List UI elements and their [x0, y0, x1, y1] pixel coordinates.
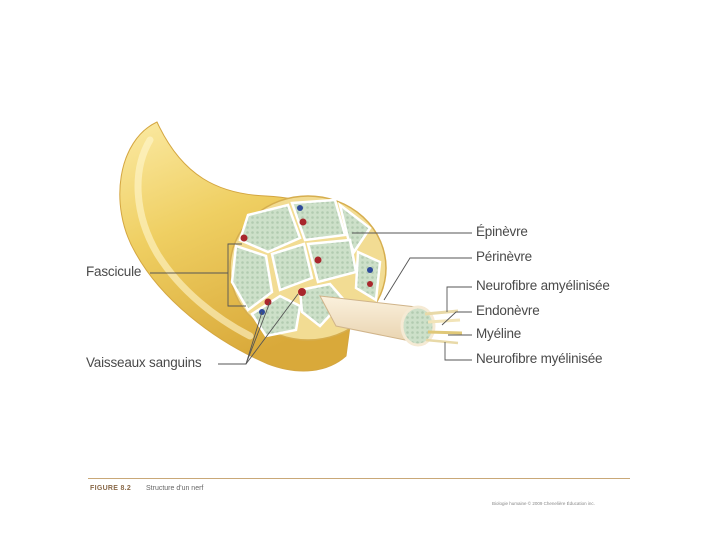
fascicle	[230, 244, 274, 312]
artery-icon	[298, 288, 306, 296]
fascicle	[354, 250, 382, 303]
leader-lines-left	[150, 243, 299, 365]
label-perinevre: Périnèvre	[476, 249, 532, 264]
footer-divider	[88, 478, 630, 479]
leader-fascicule-bracket	[227, 243, 246, 307]
fascicle	[250, 294, 302, 338]
leader-perinevre	[383, 257, 472, 301]
label-myeline: Myéline	[476, 326, 522, 341]
fascicles	[230, 198, 382, 338]
leader-endonevre	[441, 311, 472, 326]
vein-icon	[297, 205, 303, 211]
label-neurofibre-myelinisee: Neurofibre myélinisée	[476, 351, 603, 366]
label-neurofibre-amyelinisee: Neurofibre amyélinisée	[476, 278, 610, 293]
leader-neuro-amyel	[446, 286, 472, 312]
artery-icon	[314, 256, 322, 264]
blood-vessels	[240, 205, 373, 315]
artery-icon	[264, 298, 272, 306]
copyright-notice: Biologie humaine © 2009 Chenelière Éduca…	[492, 501, 595, 506]
fascicle	[270, 242, 314, 292]
vein-icon	[367, 267, 373, 273]
label-endonevre: Endonèvre	[476, 303, 540, 318]
label-vaisseaux-sanguins: Vaisseaux sanguins	[86, 355, 202, 370]
neurofibres	[424, 309, 463, 345]
fascicle	[290, 198, 347, 242]
figure-number: FIGURE 8.2	[90, 485, 132, 492]
leader-vaisseaux-c	[245, 293, 299, 365]
leader-vaisseaux-b	[245, 301, 271, 365]
leader-lines	[352, 232, 472, 361]
figure-caption: Structure d'un nerf	[146, 485, 204, 492]
fascicle	[337, 201, 372, 255]
leader-neuro-myel	[444, 342, 472, 361]
artery-icon	[299, 218, 307, 226]
fascicle-cut-end	[400, 305, 436, 347]
artery-icon	[367, 281, 373, 287]
label-epinevre: Épinèvre	[476, 224, 528, 239]
trunk-highlight	[134, 136, 254, 340]
artery-icon	[240, 234, 248, 242]
label-fascicule: Fascicule	[86, 264, 142, 279]
